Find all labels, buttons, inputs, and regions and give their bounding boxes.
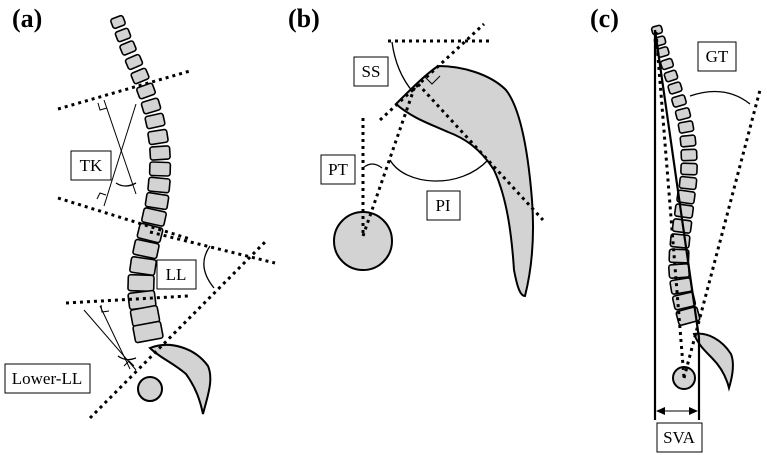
panel-c-vertebra xyxy=(671,94,687,108)
panel-c-gt-box xyxy=(697,41,737,72)
panel-a: (a) TK LL Lower-LL xyxy=(4,4,276,420)
panel-c-tag: (c) xyxy=(590,4,619,33)
panel-c-vertebra xyxy=(679,134,697,148)
panel-b-pt-box xyxy=(320,154,356,185)
panel-a-vertebra xyxy=(140,97,162,115)
panel-b: (b) SS PT PI xyxy=(288,4,545,298)
panel-a-tk-box xyxy=(70,150,112,181)
panel-c-gt-line-2 xyxy=(682,89,762,379)
panel-a-tk-label: TK xyxy=(80,156,103,175)
panel-a-vertebra xyxy=(132,238,160,260)
panel-c-vertebra xyxy=(674,107,692,121)
panel-b-ss-label: SS xyxy=(362,62,381,81)
panel-a-tag: (a) xyxy=(12,4,42,33)
panel-a-tk-right-angle-1 xyxy=(97,102,108,111)
panel-a-vertebra xyxy=(119,40,137,56)
panel-a-lower-ll-box xyxy=(4,363,91,394)
panel-c-sva-label: SVA xyxy=(663,428,696,447)
panel-a-spine xyxy=(110,14,172,344)
panel-b-right-angle xyxy=(423,75,441,85)
panel-b-sacrum xyxy=(394,64,534,298)
panel-a-sacrum xyxy=(148,343,212,415)
panel-c-vertebra xyxy=(675,306,701,326)
panel-b-tag: (b) xyxy=(288,4,320,33)
panel-c: (c) GT SVA xyxy=(590,4,762,453)
panel-a-line-upper-ll xyxy=(149,230,276,265)
panel-a-vertebra xyxy=(114,27,132,43)
panel-a-tk-perp-2 xyxy=(103,103,137,207)
panel-a-lowerll-right-angle-1 xyxy=(100,304,110,313)
panel-c-vertebra xyxy=(667,263,691,279)
panel-a-tk-perp-1 xyxy=(103,99,137,195)
panel-b-pt-arc xyxy=(362,163,383,169)
panel-b-endplate xyxy=(378,22,486,122)
panel-a-lowerll-perp-1 xyxy=(83,309,137,371)
panel-a-ll-arc xyxy=(203,245,215,289)
panel-b-pt-label: PT xyxy=(328,160,348,179)
panel-a-vertebra xyxy=(141,207,167,227)
panel-c-vertebra xyxy=(663,69,679,83)
panel-a-vertebra xyxy=(132,320,164,344)
panel-a-lowerll-arc xyxy=(117,355,137,361)
panel-a-vertebra xyxy=(147,128,169,146)
panel-a-vertebra xyxy=(127,273,155,293)
panel-c-gt-label: GT xyxy=(706,47,729,66)
panel-a-lowerll-perp-2 xyxy=(99,305,131,370)
panel-c-sva-arrow-right xyxy=(689,407,698,415)
panel-a-vertebra xyxy=(124,53,144,71)
panel-c-gt-line-1 xyxy=(654,31,686,379)
panel-a-lowerll-right-angle-2 xyxy=(123,360,135,367)
panel-a-ll-label: LL xyxy=(166,265,187,284)
panel-c-vertebra xyxy=(659,57,675,71)
panel-c-vertebra xyxy=(673,203,695,219)
panel-b-ss-arc xyxy=(391,41,414,93)
panel-b-perpendicular xyxy=(416,82,545,222)
panel-a-lower-ll-label: Lower-LL xyxy=(12,369,82,388)
panel-c-vertebra xyxy=(680,148,698,162)
panel-c-vertebra xyxy=(678,175,698,191)
panel-a-vertebra xyxy=(144,191,170,211)
panel-b-ss-box xyxy=(353,56,389,87)
panel-a-tk-right-angle-2 xyxy=(96,192,107,200)
panel-a-line-upper-tk xyxy=(57,69,191,111)
panel-c-vertebra xyxy=(668,248,690,264)
panel-a-femoral-head xyxy=(137,376,163,402)
panel-a-line-lower-ll xyxy=(65,294,189,305)
panel-b-hip-line xyxy=(361,85,417,237)
panel-b-pi-arc xyxy=(389,159,489,182)
panel-b-pi-label: PI xyxy=(435,196,450,215)
panel-a-tk-arc xyxy=(115,182,137,187)
panel-a-vertebra xyxy=(144,112,166,130)
panel-a-vertebra xyxy=(130,67,150,85)
panel-c-vertebra xyxy=(677,120,695,134)
panel-a-vertebra xyxy=(149,145,171,161)
panel-a-ll-box xyxy=(156,259,197,290)
panel-c-vertebra xyxy=(680,162,698,176)
panel-c-vertebra xyxy=(667,81,683,95)
panel-a-vertebra xyxy=(110,14,126,30)
panel-c-c7-to-sacrum xyxy=(653,29,701,339)
panel-c-gt-arc xyxy=(689,90,751,105)
panel-b-femoral-head xyxy=(333,211,393,271)
panel-c-sacrum xyxy=(692,332,734,392)
panel-c-sva-box xyxy=(656,422,703,453)
panel-b-pi-box xyxy=(426,190,461,221)
panel-a-vertebra xyxy=(136,82,156,100)
panel-a-vertebra xyxy=(148,161,172,177)
panel-a-vertebra xyxy=(147,176,171,194)
panel-a-vertebra xyxy=(129,256,157,276)
panel-a-line-lower-tk xyxy=(57,196,191,241)
panel-c-sva-arrow-left xyxy=(656,407,665,415)
panel-c-vertebra xyxy=(676,189,696,205)
